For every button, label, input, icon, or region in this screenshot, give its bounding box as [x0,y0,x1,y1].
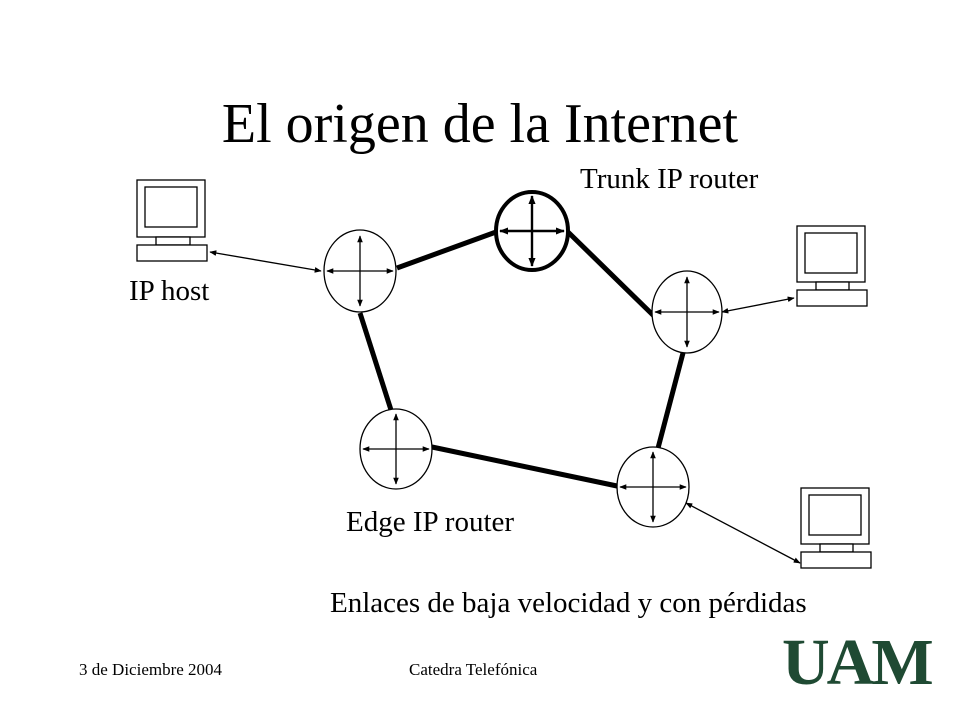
label-links-description: Enlaces de baja velocidad y con pérdidas [330,587,807,619]
access-link-host-right-top [721,296,795,314]
link-router-right-bottom-right [654,352,686,453]
link-trunk-router-right [566,230,658,320]
edge-router-right-icon [651,270,723,354]
access-link-host-right-bottom [685,502,801,564]
ip-host-left-icon [136,179,208,262]
label-trunk-ip-router: Trunk IP router [580,163,759,195]
backbone-links [357,229,686,489]
access-link-host-left [209,250,322,273]
edge-router-bottom-left-icon [359,408,433,490]
ip-host-right-bottom-icon [800,487,872,569]
link-router-left-trunk [396,229,497,271]
edge-router-bottom-right-icon [616,446,690,528]
ip-host-right-top-icon [796,225,868,307]
label-edge-ip-router: Edge IP router [346,506,515,538]
label-ip-host: IP host [129,275,210,307]
edge-router-left-icon [323,229,397,313]
link-bottom-left-router-left [357,312,394,411]
access-links [209,250,801,564]
footer-date: 3 de Diciembre 2004 [79,660,223,679]
trunk-router-icon [494,190,570,272]
uam-logo: UAM [782,626,934,699]
footer-center-text: Catedra Telefónica [409,660,538,679]
slide-title: El origen de la Internet [221,93,739,155]
link-bottom-right-bottom-left [431,444,618,489]
